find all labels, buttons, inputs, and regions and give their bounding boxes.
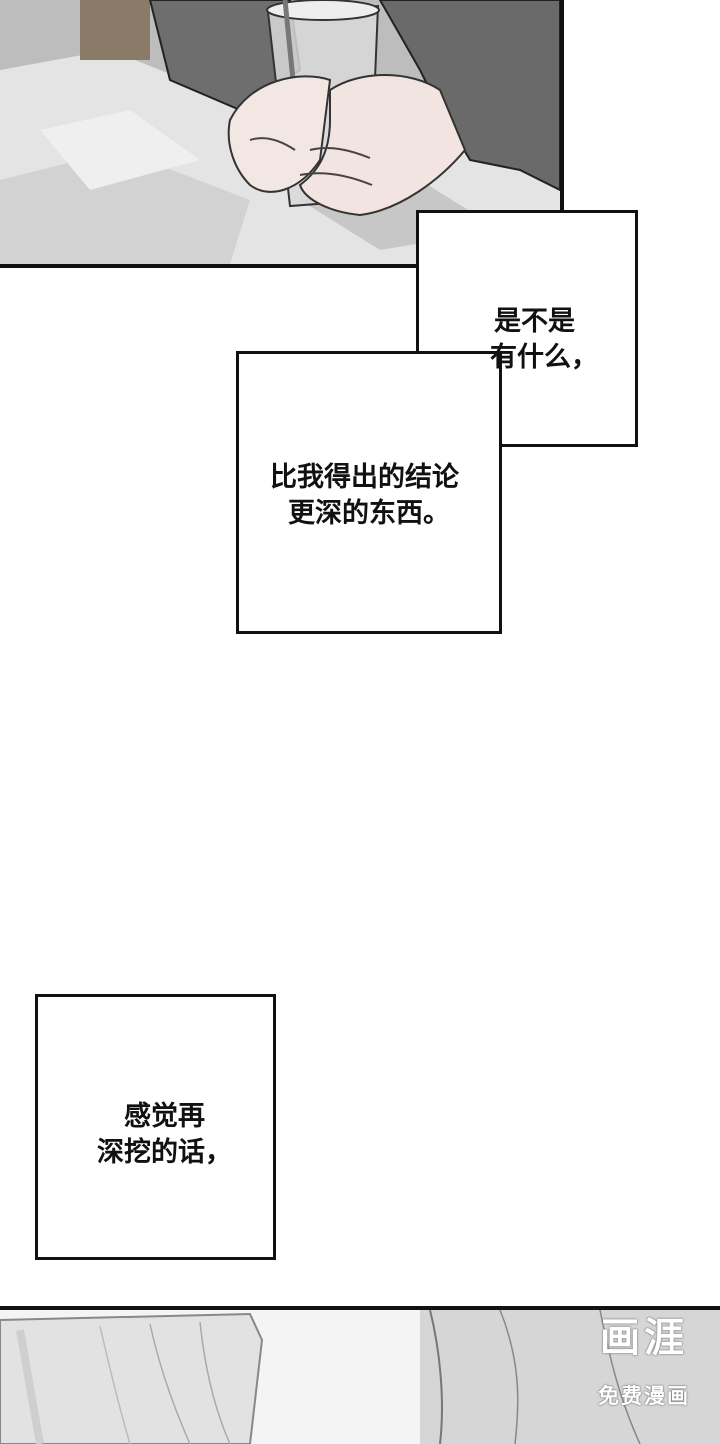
speech-text-3-line-2: 深挖的话， [97,1137,232,1168]
comic-panel-hands-glass [0,0,564,268]
speech-text-1-line-2: 有什么， [490,342,598,373]
glass-closeup-illustration [0,1310,720,1444]
speech-box-join [419,354,499,444]
speech-text-1-line-1: 是不是 [494,306,575,337]
watermark-logo: 画涯 [600,1315,688,1361]
speech-box-3 [35,994,276,1260]
speech-text-2-line-2: 更深的东西。 [288,498,450,529]
comic-panel-glass-closeup [0,1306,720,1444]
watermark: 画涯 免费漫画 [598,1316,690,1412]
hands-glass-illustration [0,0,560,264]
watermark-subtitle: 免费漫画 [598,1384,690,1408]
speech-text-2-line-1: 比我得出的结论 [270,462,459,493]
speech-text-3-line-1: 感觉再 [124,1101,205,1132]
